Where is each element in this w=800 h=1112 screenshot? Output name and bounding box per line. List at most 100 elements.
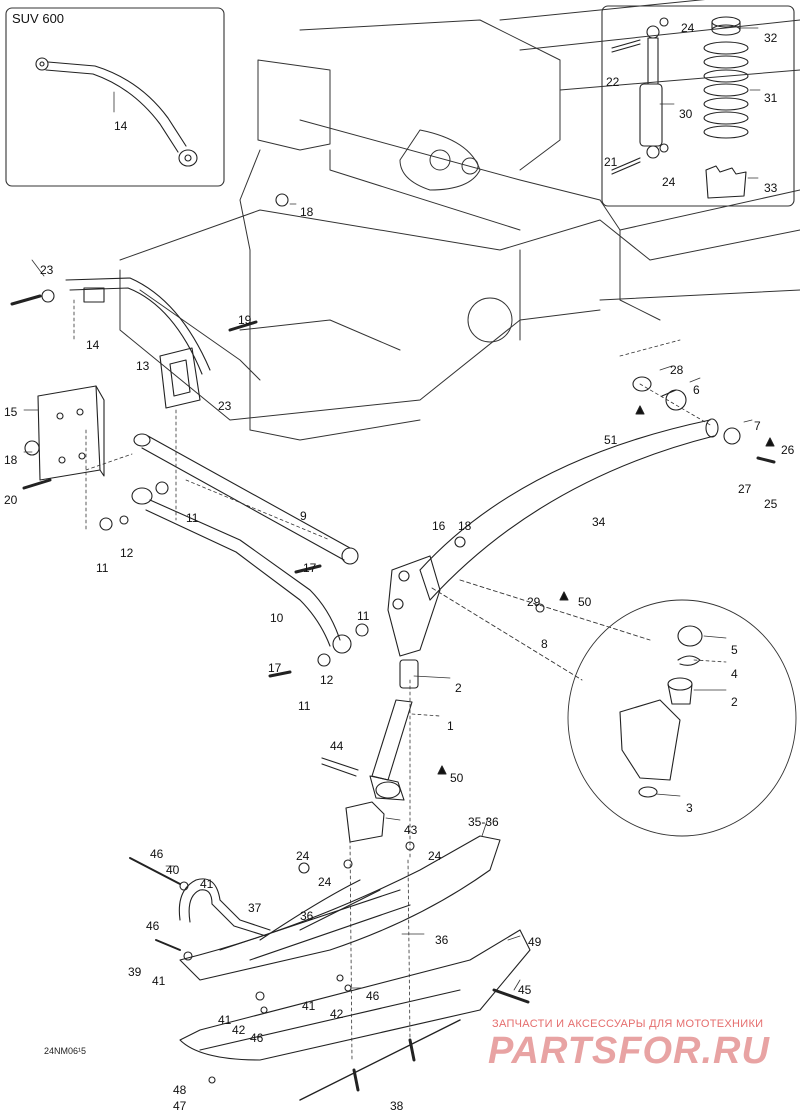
callout-c47: 47 xyxy=(173,1099,187,1112)
callout-c20: 20 xyxy=(4,493,18,507)
callout-c24a: 24 xyxy=(681,21,695,35)
callout-c46b: 46 xyxy=(146,919,160,933)
callout-c12b: 12 xyxy=(320,673,334,687)
callout-c4: 4 xyxy=(731,667,738,681)
part-spindle-housing-16 xyxy=(387,555,441,657)
fasteners xyxy=(10,193,776,1092)
part-handle-37 xyxy=(178,878,271,937)
callout-c12a: 12 xyxy=(120,546,134,560)
callout-c18b: 18 xyxy=(4,453,18,467)
callout-c45: 45 xyxy=(518,983,532,997)
callout-c32: 32 xyxy=(764,31,778,45)
callout-c17a: 17 xyxy=(303,561,317,575)
part-spring-31 xyxy=(703,41,749,139)
callout-c16: 16 xyxy=(432,519,446,533)
callout-c42b: 42 xyxy=(232,1023,246,1037)
callout-c46d: 46 xyxy=(250,1031,264,1045)
document-code: 24NM06¹5 xyxy=(44,1046,87,1056)
detail-bushing-2 xyxy=(667,677,693,705)
callout-c8: 8 xyxy=(541,637,548,651)
part-block-43 xyxy=(345,801,385,843)
callout-c31: 31 xyxy=(764,91,778,105)
detail-housing xyxy=(619,699,681,781)
inset-title: SUV 600 xyxy=(12,11,65,26)
inset-box-shock xyxy=(601,5,795,207)
callout-c41c: 41 xyxy=(302,999,316,1013)
callout-c14a: 14 xyxy=(114,119,128,133)
callout-c37: 37 xyxy=(248,901,262,915)
callout-c11a: 11 xyxy=(186,511,199,525)
watermark-tagline: ЗАПЧАСТИ И АКСЕССУАРЫ ДЛЯ МОТОТЕХНИКИ xyxy=(492,1018,764,1030)
part-runner-49 xyxy=(179,929,531,1061)
callout-c2b: 2 xyxy=(731,695,738,709)
leader-lines xyxy=(23,27,761,1061)
callout-c26: 26 xyxy=(781,443,795,457)
callout-c14b: 14 xyxy=(86,338,100,352)
callout-c15: 15 xyxy=(4,405,18,419)
callout-c23a: 23 xyxy=(40,263,54,277)
callout-c24d: 24 xyxy=(428,849,442,863)
callout-c35: 35-36 xyxy=(468,815,499,829)
callout-c43: 43 xyxy=(404,823,418,837)
callout-c40: 40 xyxy=(166,863,180,877)
callout-c11b: 11 xyxy=(96,561,109,575)
part-adjuster-33 xyxy=(705,165,747,199)
callout-c49: 49 xyxy=(528,935,542,949)
callout-c41b: 41 xyxy=(152,974,166,988)
part-ski-35-36 xyxy=(179,835,501,981)
callout-c10: 10 xyxy=(270,611,284,625)
part-trailing-arm-34 xyxy=(419,418,719,601)
callout-c46c: 46 xyxy=(366,989,380,1003)
callout-c23b: 23 xyxy=(218,399,232,413)
callout-c19: 19 xyxy=(238,313,252,327)
callout-c34: 34 xyxy=(592,515,606,529)
callout-c51: 51 xyxy=(604,433,618,447)
detail-cap-5 xyxy=(677,625,703,647)
callout-c1: 1 xyxy=(447,719,454,733)
part-washer-28 xyxy=(632,376,652,392)
callout-c41d: 41 xyxy=(218,1013,232,1027)
callout-c27: 27 xyxy=(738,482,752,496)
callout-c28: 28 xyxy=(670,363,684,377)
part-bracket-15 xyxy=(37,385,105,481)
callout-c41a: 41 xyxy=(200,877,214,891)
callout-c50b: 50 xyxy=(450,771,464,785)
callout-c11d: 11 xyxy=(298,699,311,713)
callout-c44: 44 xyxy=(330,739,344,753)
part-pin-44 xyxy=(321,757,359,777)
callout-c24c: 24 xyxy=(296,849,310,863)
callout-c6: 6 xyxy=(693,383,700,397)
callout-c48: 48 xyxy=(173,1083,187,1097)
callout-c29: 29 xyxy=(527,595,541,609)
part-cup-32 xyxy=(711,16,741,36)
callout-c18c: 18 xyxy=(458,519,472,533)
callout-c50a: 50 xyxy=(578,595,592,609)
part-bushing-7 xyxy=(723,427,741,445)
callout-c33: 33 xyxy=(764,181,778,195)
callout-c11c: 11 xyxy=(357,609,370,623)
part-rod-14-inset xyxy=(35,57,198,167)
callout-c36a: 36 xyxy=(300,909,314,923)
part-shock-absorber-30 xyxy=(611,17,669,175)
callout-c42a: 42 xyxy=(330,1007,344,1021)
callout-c17b: 17 xyxy=(268,661,282,675)
callout-c21: 21 xyxy=(604,155,618,169)
callout-c22: 22 xyxy=(606,75,620,89)
callout-c9: 9 xyxy=(300,509,307,523)
callout-c24b: 24 xyxy=(662,175,676,189)
callout-c38: 38 xyxy=(390,1099,404,1112)
chassis-frame xyxy=(119,0,800,441)
callout-c24e: 24 xyxy=(318,875,332,889)
callout-c13: 13 xyxy=(136,359,150,373)
callout-c5: 5 xyxy=(731,643,738,657)
part-carbide-38 xyxy=(299,1019,461,1101)
callout-c39: 39 xyxy=(128,965,142,979)
part-lower-arm-10 xyxy=(131,487,352,654)
callout-c46a: 46 xyxy=(150,847,164,861)
part-spindle-1 xyxy=(369,659,419,801)
detail-clip-4 xyxy=(677,655,701,666)
part-plate-13 xyxy=(159,347,201,409)
detail-clip-3 xyxy=(638,786,658,798)
